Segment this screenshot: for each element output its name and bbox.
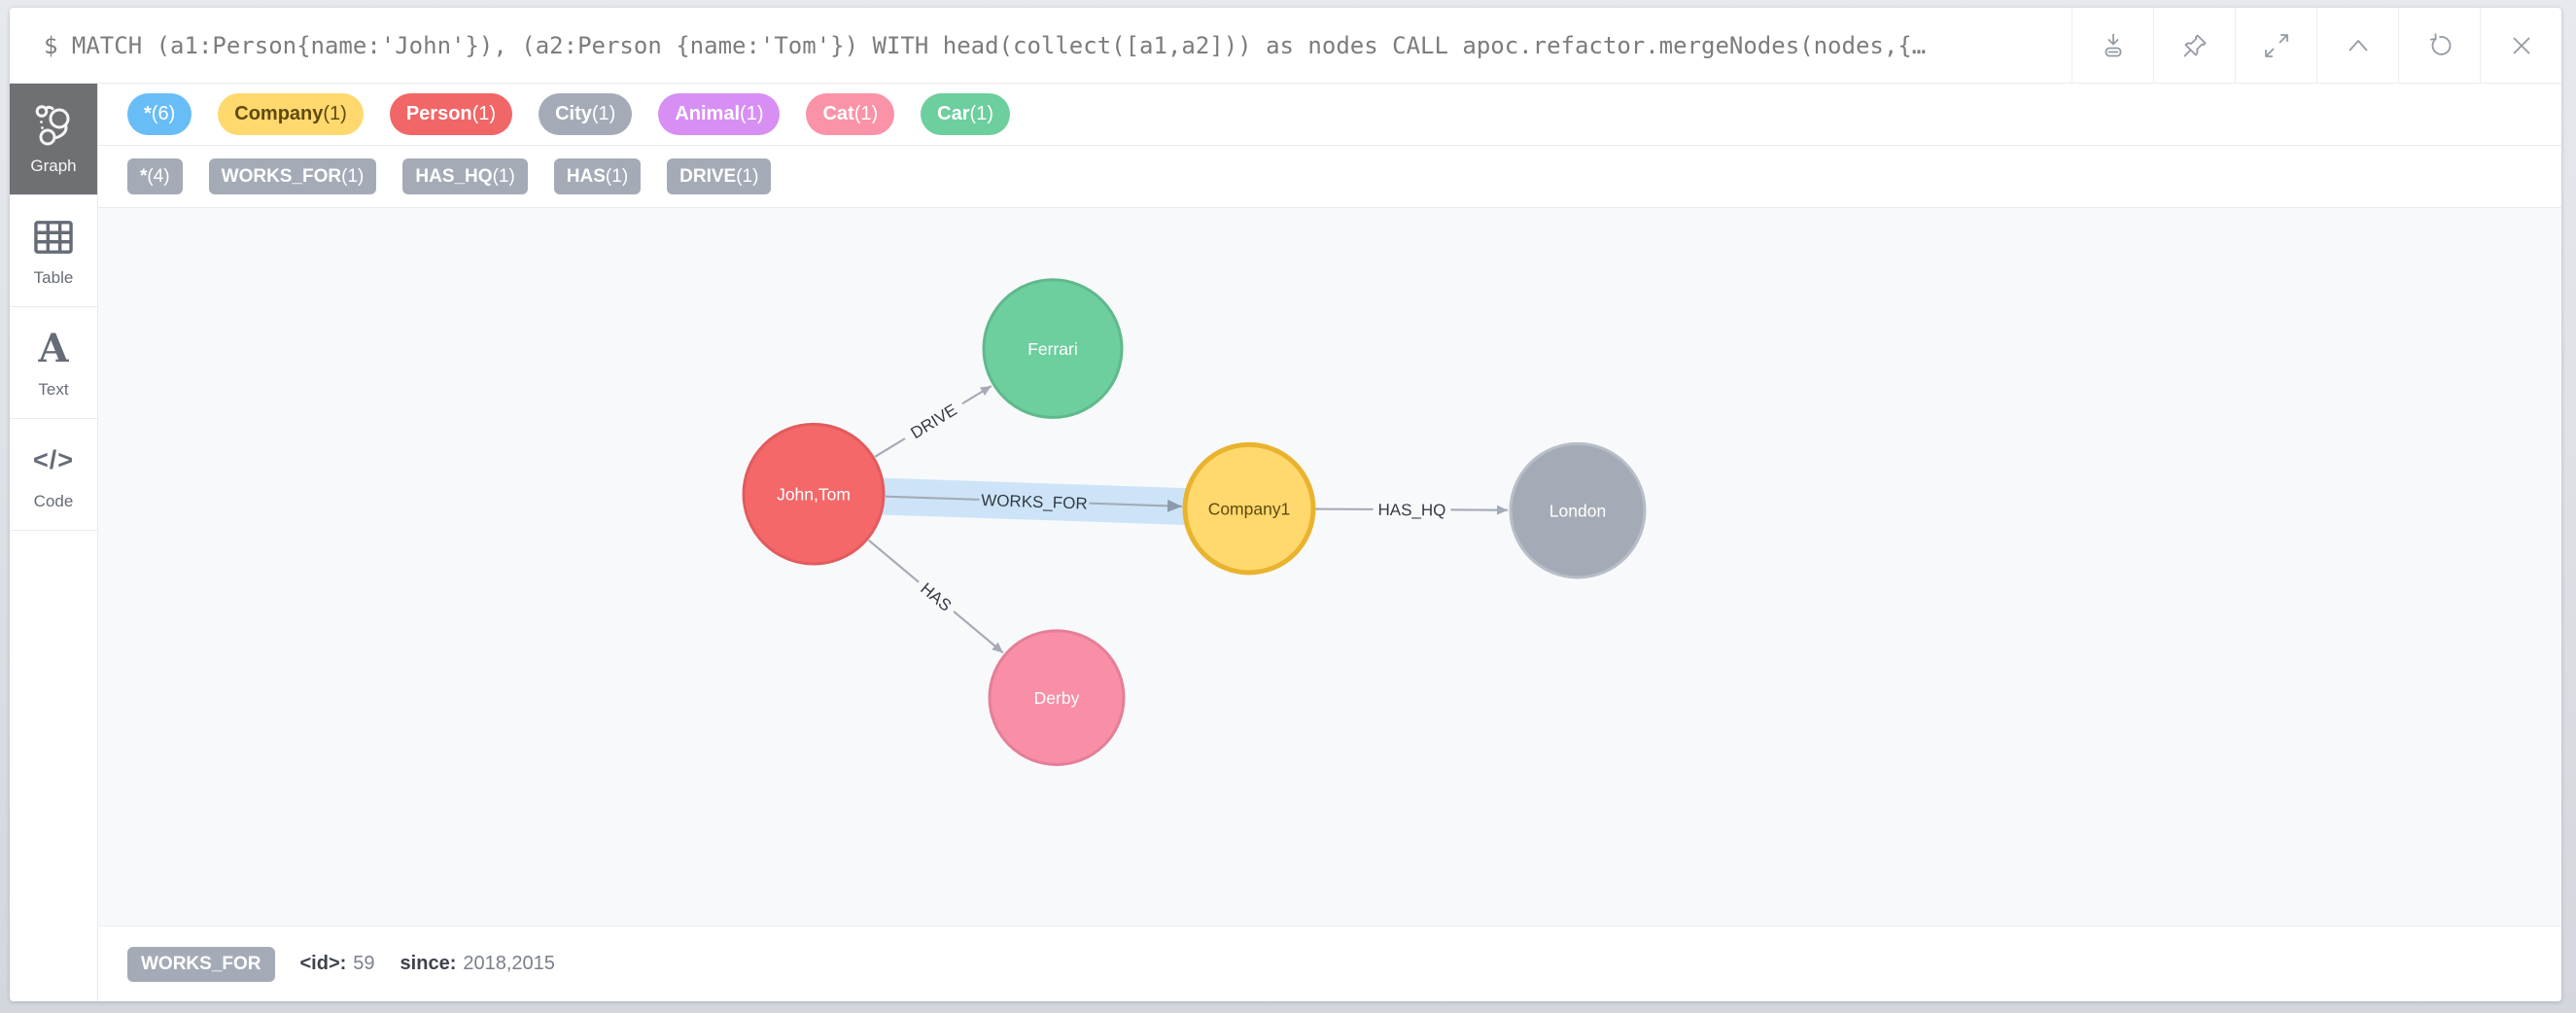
pill-count: (1) [591, 103, 616, 124]
edge-label: HAS_HQ [1378, 501, 1446, 519]
graph-node-derby[interactable]: Derby [988, 629, 1126, 766]
graph-edge-drive[interactable]: DRIVE [874, 385, 992, 458]
node-label-pill-City[interactable]: City(1) [539, 93, 633, 135]
pill-count: (1) [605, 165, 629, 187]
pill-count: (1) [323, 103, 347, 124]
pill-name: Cat [822, 103, 854, 124]
selected-properties: <id>: 59 since: 2018,2015 [300, 953, 555, 975]
sidebar-tab-code[interactable]: </> Code [10, 419, 97, 531]
table-view-icon [33, 215, 74, 260]
relationship-types-legend: *(4)WORKS_FOR(1)HAS_HQ(1)HAS(1)DRIVE(1) [98, 146, 2561, 208]
close-icon[interactable] [2480, 8, 2561, 83]
node-caption: Ferrari [1027, 339, 1078, 359]
graph-node-london[interactable]: London [1509, 441, 1647, 579]
selection-status-bar: WORKS_FOR <id>: 59 since: 2018,2015 [98, 926, 2561, 1001]
graph-node-ferrari[interactable]: Ferrari [982, 278, 1124, 419]
query-bar: $ MATCH (a1:Person{name:'John'}), (a2:Pe… [10, 8, 2561, 84]
pill-name: Car [937, 103, 970, 124]
pill-count: (6) [151, 103, 176, 124]
sidebar-tab-table[interactable]: Table [10, 195, 97, 307]
selected-relationship-pill[interactable]: WORKS_FOR [127, 946, 275, 982]
pill-name: * [144, 103, 152, 124]
rel-type-pill-HAS_HQ[interactable]: HAS_HQ(1) [402, 158, 528, 194]
node-caption: John,Tom [777, 485, 851, 505]
pill-name: HAS_HQ [415, 165, 493, 187]
edge-label: WORKS_FOR [981, 491, 1088, 513]
result-frame: $ MATCH (a1:Person{name:'John'}), (a2:Pe… [10, 8, 2561, 1001]
rel-type-pill-DRIVE[interactable]: DRIVE(1) [667, 158, 772, 194]
sidebar-tab-label: Text [38, 379, 69, 399]
collapse-icon[interactable] [2316, 8, 2398, 83]
graph-edge-has_hq[interactable]: HAS_HQ [1314, 496, 1509, 523]
property-item: since: 2018,2015 [400, 953, 555, 975]
node-label-pill-Company[interactable]: Company(1) [218, 93, 364, 135]
pill-name: Company [234, 103, 324, 124]
node-labels-legend: *(6)Company(1)Person(1)City(1)Animal(1)C… [98, 84, 2561, 146]
property-key: <id>: [299, 953, 347, 974]
graph-edge-has[interactable]: HAS [867, 539, 1004, 654]
graph-view-icon [32, 103, 75, 148]
node-label-pill-star[interactable]: *(6) [127, 93, 192, 135]
pill-name: DRIVE [679, 165, 737, 187]
download-icon[interactable] [2071, 8, 2153, 83]
sidebar-tab-graph[interactable]: Graph [10, 84, 97, 195]
cypher-query-input[interactable]: $ MATCH (a1:Person{name:'John'}), (a2:Pe… [44, 31, 1927, 59]
node-label-pill-Car[interactable]: Car(1) [921, 93, 1010, 135]
property-value: 59 [353, 953, 375, 974]
sidebar-tab-label: Code [33, 491, 74, 510]
node-label-pill-Animal[interactable]: Animal(1) [658, 93, 781, 135]
pill-count: (1) [471, 103, 497, 124]
pill-count: (1) [492, 165, 515, 187]
property-item: <id>: 59 [300, 953, 375, 975]
node-label-pill-Cat[interactable]: Cat(1) [806, 93, 895, 135]
graph-node-company1[interactable]: Company1 [1182, 441, 1316, 576]
sidebar-tab-text[interactable]: A Text [10, 307, 97, 419]
rerun-icon[interactable] [2398, 8, 2480, 83]
pin-icon[interactable] [2153, 8, 2235, 83]
pill-name: Animal [675, 103, 741, 124]
graph-edge-works_for[interactable]: WORKS_FOR [885, 486, 1183, 516]
sidebar-tab-label: Graph [30, 156, 77, 175]
property-key: since: [400, 953, 457, 974]
graph-visualization[interactable]: DRIVE WORKS_FOR HAS HAS_HQ John,Tom FerrariCo… [98, 208, 2561, 926]
text-view-icon: A [38, 325, 69, 371]
rel-type-pill-star[interactable]: *(4) [127, 158, 183, 194]
pill-name: City [555, 103, 592, 124]
rel-type-pill-WORKS_FOR[interactable]: WORKS_FOR(1) [208, 158, 377, 194]
node-label-pill-Person[interactable]: Person(1) [389, 93, 513, 135]
code-view-icon: </> [32, 445, 75, 474]
property-value: 2018,2015 [463, 953, 555, 974]
frame-actions [2071, 8, 2561, 83]
pill-count: (4) [147, 165, 170, 187]
rel-type-pill-HAS[interactable]: HAS(1) [553, 158, 642, 194]
pill-count: (1) [969, 103, 993, 124]
pill-name: Person [405, 103, 472, 124]
pill-count: (1) [736, 165, 759, 187]
sidebar-tab-label: Table [33, 267, 74, 287]
pill-count: (1) [341, 165, 365, 187]
pill-name: WORKS_FOR [221, 165, 342, 187]
graph-node-john_tom[interactable]: John,Tom [742, 422, 886, 566]
pill-count: (1) [853, 103, 879, 124]
pill-name: * [140, 165, 148, 187]
expand-icon[interactable] [2235, 8, 2316, 83]
node-caption: Company1 [1208, 500, 1291, 519]
node-caption: London [1549, 502, 1606, 521]
node-caption: Derby [1034, 688, 1080, 708]
pill-name: HAS [566, 165, 606, 187]
pill-count: (1) [740, 103, 764, 124]
